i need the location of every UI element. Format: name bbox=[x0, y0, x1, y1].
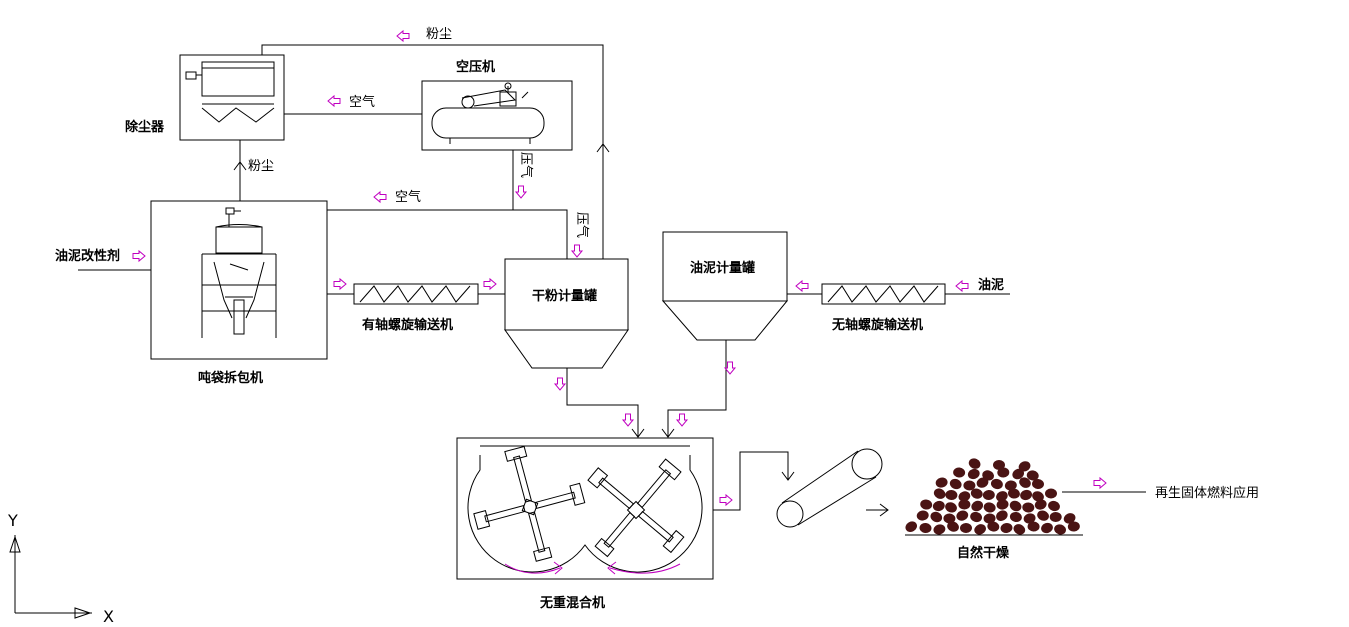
axis-x-label: X bbox=[103, 607, 114, 626]
pellet bbox=[945, 502, 957, 513]
pellet bbox=[990, 478, 1003, 490]
label-bag-unloader: 吨袋拆包机 bbox=[198, 370, 263, 386]
pellet bbox=[1023, 513, 1036, 524]
pellet bbox=[1020, 489, 1033, 501]
pellet bbox=[905, 521, 918, 532]
label-shaft-conveyor: 有轴螺旋输送机 bbox=[362, 317, 453, 333]
label-dust-top: 粉尘 bbox=[426, 27, 452, 42]
shaft-screw-conveyor bbox=[353, 283, 479, 305]
pellet bbox=[996, 510, 1008, 521]
pellet bbox=[983, 513, 996, 524]
pellet bbox=[997, 467, 1010, 478]
pellet bbox=[956, 510, 969, 521]
ucs-axis-icon: Y X bbox=[7, 511, 114, 626]
pellet bbox=[958, 499, 971, 510]
pellet bbox=[971, 500, 984, 512]
pellet bbox=[919, 522, 932, 534]
label-dust-collector: 除尘器 bbox=[125, 119, 165, 135]
pellet bbox=[993, 459, 1005, 471]
pellet bbox=[916, 510, 929, 521]
bag-unloader bbox=[150, 200, 328, 360]
pellet bbox=[1034, 499, 1047, 510]
pellet bbox=[974, 524, 986, 535]
pellet bbox=[982, 470, 995, 481]
pellet bbox=[958, 491, 971, 502]
belt-conveyor bbox=[776, 448, 883, 528]
pellet bbox=[982, 489, 995, 501]
pellet bbox=[968, 458, 981, 469]
pellet bbox=[935, 477, 948, 488]
pellet bbox=[970, 511, 983, 523]
label-sludge-input: 油泥 bbox=[978, 277, 1004, 293]
label-compressed-air-2: 压气 bbox=[574, 212, 590, 238]
pellet bbox=[945, 489, 958, 501]
label-shaftless-conveyor: 无轴螺旋输送机 bbox=[831, 317, 923, 333]
pellet bbox=[983, 502, 996, 513]
pellet bbox=[949, 478, 962, 490]
pellet bbox=[1054, 524, 1066, 535]
shaftless-screw-conveyor bbox=[821, 283, 946, 305]
pellet bbox=[1026, 470, 1039, 481]
pellet bbox=[1019, 477, 1031, 488]
pellet bbox=[1022, 502, 1035, 513]
pellet bbox=[1018, 461, 1031, 472]
pellet bbox=[1032, 478, 1044, 490]
pellet bbox=[933, 488, 946, 499]
pellet bbox=[1004, 480, 1017, 491]
pellet bbox=[1037, 510, 1049, 521]
pellet bbox=[920, 499, 933, 510]
pellet bbox=[947, 521, 959, 532]
pellet bbox=[996, 491, 1008, 502]
label-modifier: 油泥改性剂 bbox=[55, 248, 120, 264]
pellet bbox=[1048, 500, 1060, 512]
pellet bbox=[932, 500, 945, 512]
pellet bbox=[933, 524, 946, 535]
pellet bbox=[1067, 521, 1080, 532]
pellet bbox=[1041, 522, 1053, 534]
label-compressor: 空压机 bbox=[456, 59, 495, 75]
pellet bbox=[967, 468, 980, 480]
axis-y-label: Y bbox=[7, 511, 18, 530]
label-air-left: 空气 bbox=[349, 94, 375, 110]
label-mixer: 无重混合机 bbox=[539, 595, 605, 611]
label-dry-powder-tank: 干粉计量罐 bbox=[532, 288, 597, 304]
connection-lines bbox=[78, 44, 1146, 517]
label-air-mid: 空气 bbox=[395, 189, 421, 205]
dust-collector bbox=[179, 54, 285, 141]
pellet bbox=[930, 511, 943, 523]
pellet bbox=[963, 480, 976, 491]
pellet bbox=[1000, 522, 1013, 534]
pellet bbox=[1013, 524, 1026, 535]
pellet bbox=[1032, 491, 1044, 502]
label-fuel-use: 再生固体燃料应用 bbox=[1155, 485, 1259, 501]
sludge-tank bbox=[661, 231, 789, 341]
label-natural-drying: 自然干燥 bbox=[957, 545, 1010, 561]
pellet bbox=[1007, 488, 1020, 499]
pellet bbox=[1012, 468, 1025, 480]
pellet bbox=[943, 513, 956, 524]
label-dust-mid: 粉尘 bbox=[248, 159, 274, 174]
pellet bbox=[1049, 511, 1062, 523]
pellet bbox=[960, 522, 972, 534]
pellet bbox=[1063, 513, 1076, 524]
label-sludge-tank: 油泥计量罐 bbox=[690, 260, 755, 276]
pellet-pile bbox=[905, 458, 1080, 535]
pellet bbox=[1009, 511, 1022, 523]
pellet bbox=[970, 488, 983, 499]
pellet bbox=[1045, 488, 1057, 499]
labels: 粉尘 空压机 空气 除尘器 粉尘 压气 空气 压气 油泥改性剂 吨袋拆包机 有轴… bbox=[55, 27, 1259, 611]
dry-powder-tank bbox=[504, 258, 629, 369]
pellet bbox=[996, 499, 1009, 510]
air-compressor bbox=[421, 80, 573, 151]
label-compressed-air-1: 压气 bbox=[518, 152, 534, 178]
pellet bbox=[953, 467, 966, 478]
pellet bbox=[1009, 500, 1022, 512]
mixer bbox=[456, 437, 714, 580]
pellet bbox=[987, 521, 1000, 532]
pellet bbox=[1027, 521, 1040, 532]
pellet bbox=[976, 477, 989, 488]
